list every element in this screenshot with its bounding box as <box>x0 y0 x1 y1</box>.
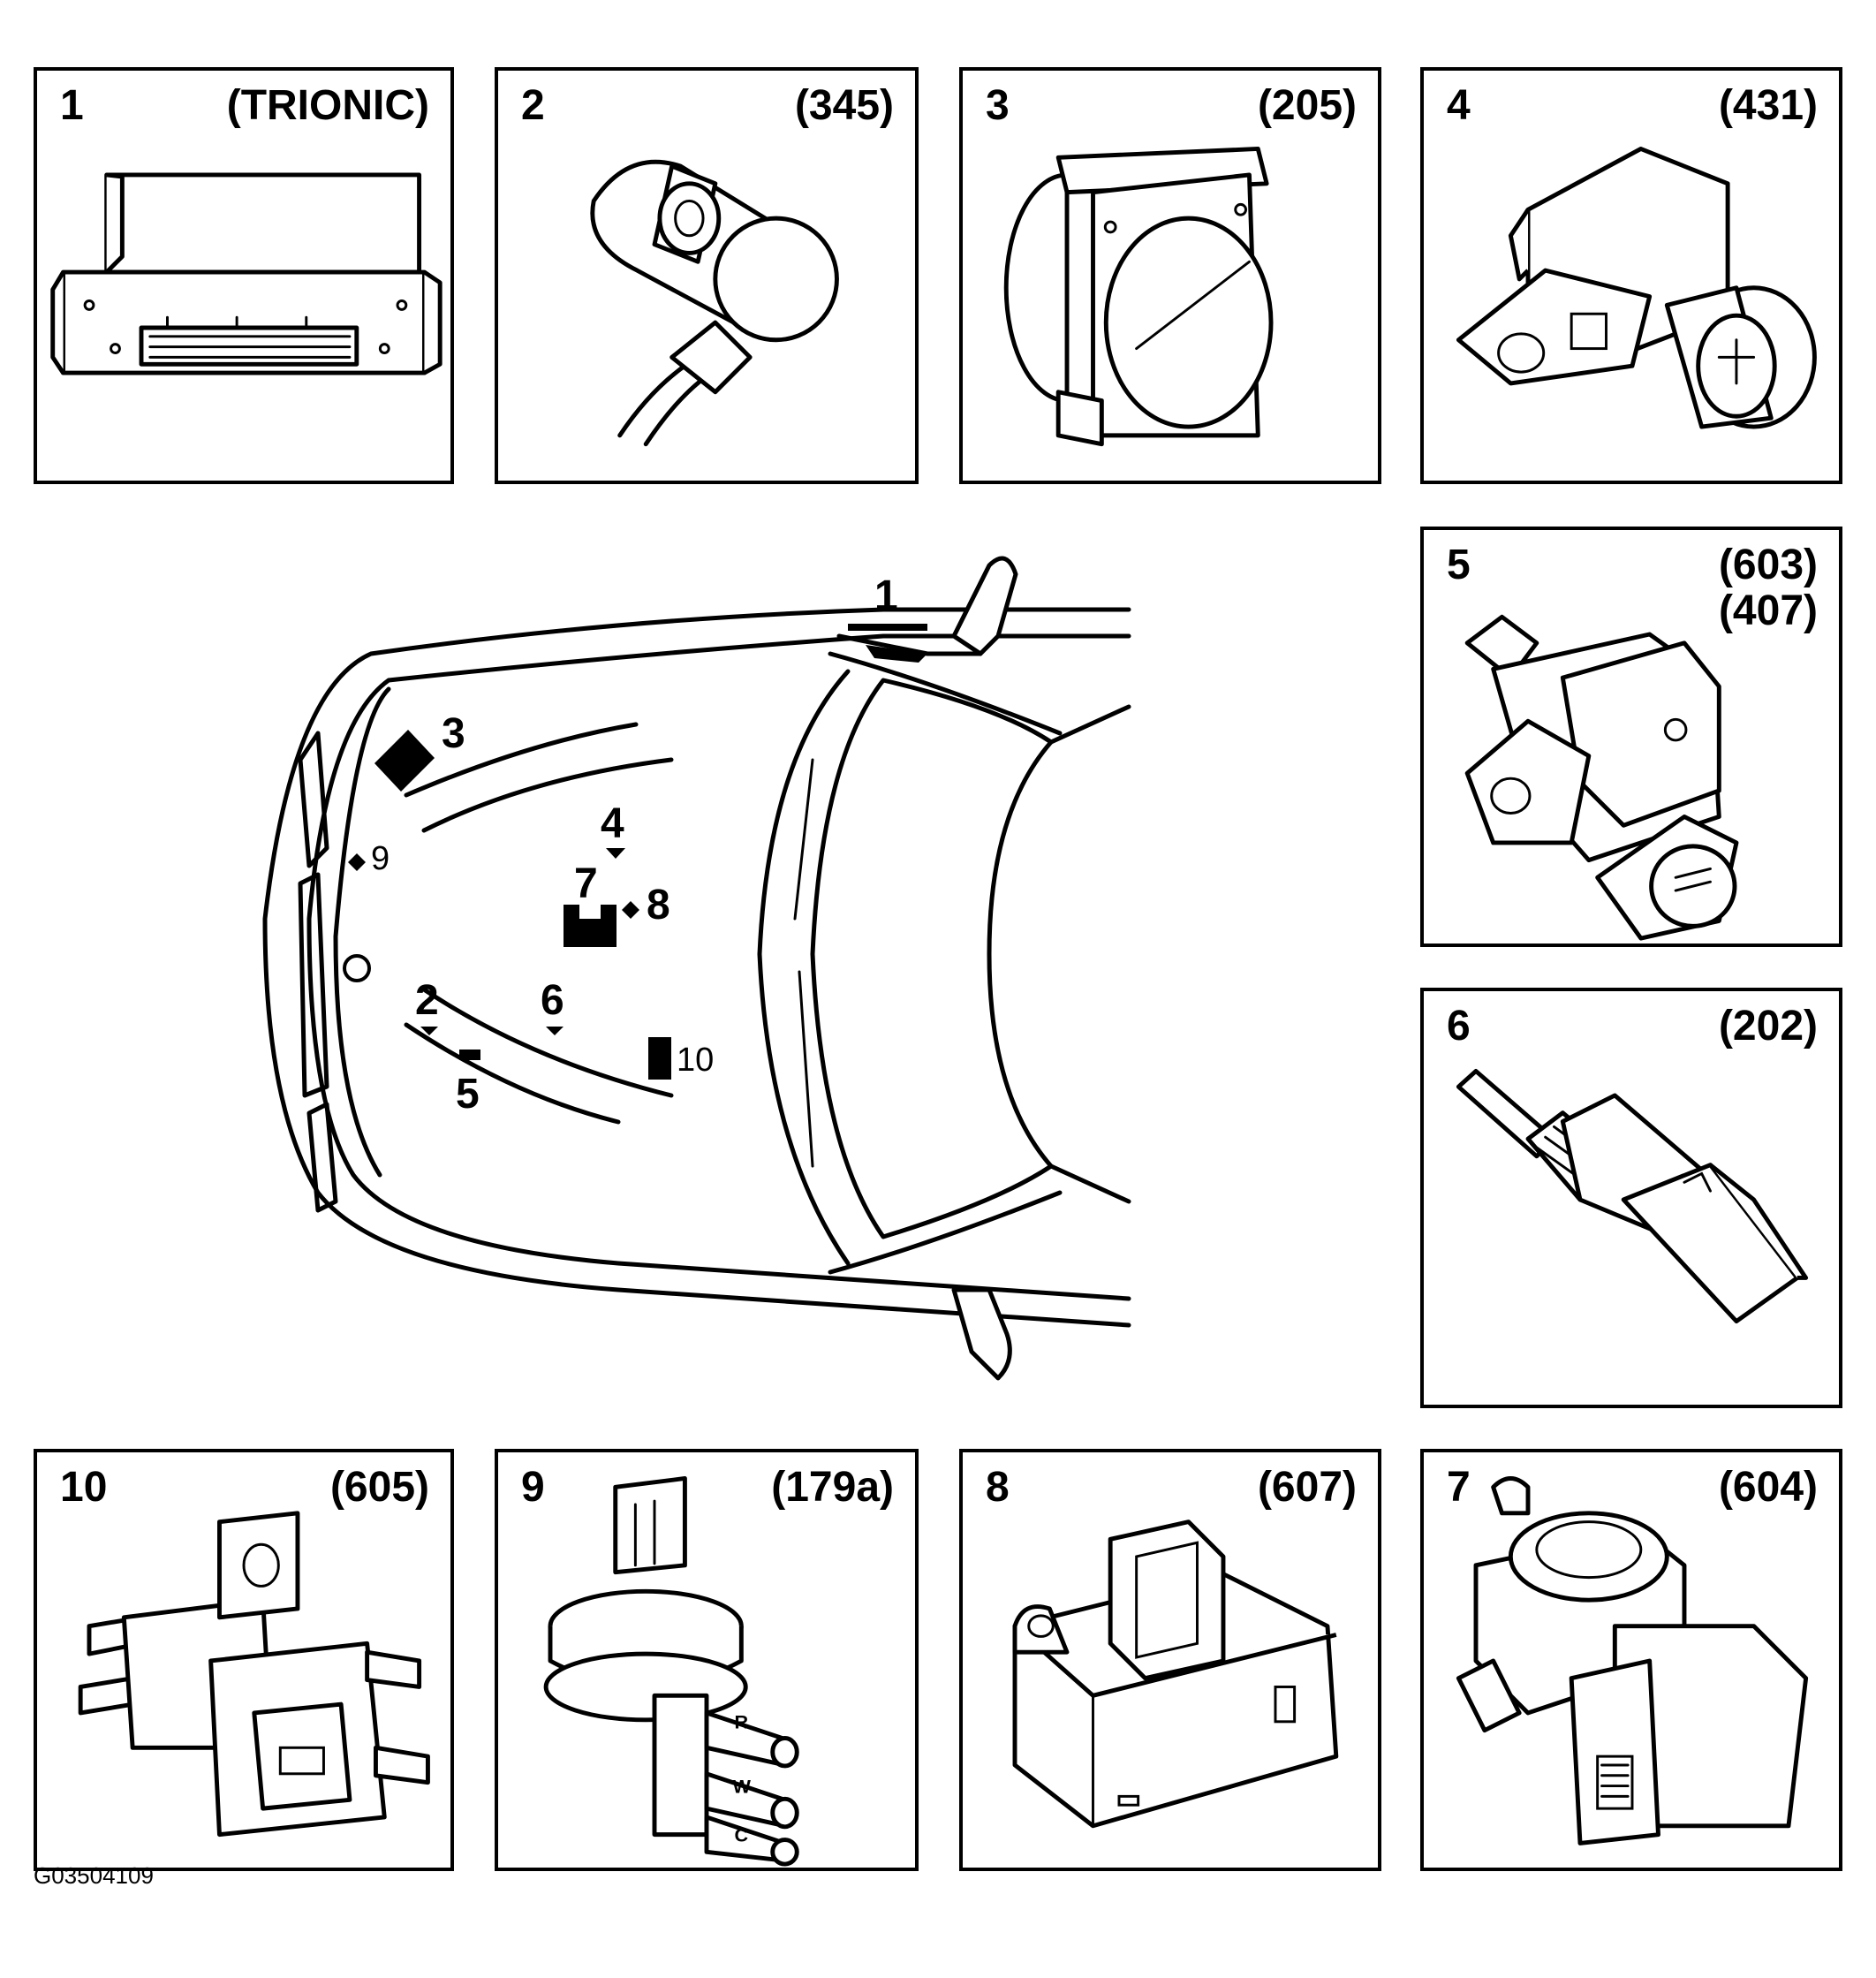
car-mirror-left <box>951 556 1018 656</box>
component-panel-6: 6 (202) <box>1420 988 1842 1408</box>
location-marker-5 <box>459 1050 480 1060</box>
panel-code: (605) <box>329 1464 429 1511</box>
figure-id: G03504109 <box>34 1862 154 1889</box>
port-label-c: C <box>734 1824 748 1846</box>
panel-code: (607) <box>1257 1464 1357 1511</box>
temperature-sensor-202-illustration <box>1456 1068 1809 1324</box>
car-callout-7: 7 <box>574 860 598 907</box>
panel-code: (205) <box>1257 82 1357 129</box>
panel-number: 3 <box>986 82 1010 129</box>
port-label-w: W <box>732 1775 751 1797</box>
panel-number: 8 <box>986 1464 1010 1511</box>
car-callout-1: 1 <box>874 572 898 619</box>
panel-number: 2 <box>521 82 545 129</box>
throttle-body-604-illustration <box>1456 1476 1809 1845</box>
sensor-603-illustration <box>1464 614 1739 941</box>
component-panel-2: 2 (345) <box>495 67 919 484</box>
component-panel-5: 5 (603) (407) <box>1420 527 1842 947</box>
location-marker-1 <box>848 624 927 631</box>
component-panel-9: 9 (179a) R W C <box>495 1449 919 1871</box>
location-marker-4 <box>606 848 625 859</box>
sensor-345-illustration <box>590 159 839 447</box>
car-callout-9: 9 <box>371 840 390 877</box>
location-marker-10 <box>648 1037 671 1080</box>
location-marker-7 <box>564 905 617 947</box>
car-callout-3: 3 <box>442 710 465 757</box>
car-mirror-right <box>951 1287 1012 1381</box>
location-marker-9 <box>348 853 366 871</box>
car-callout-6: 6 <box>541 977 564 1024</box>
panel-code-secondary: (407) <box>1718 587 1818 634</box>
location-marker-6 <box>546 1027 564 1035</box>
component-panel-8: 8 (607) <box>959 1449 1381 1871</box>
car-body-outline <box>262 607 1131 1328</box>
car-callout-2: 2 <box>415 977 439 1024</box>
pressure-sensor-431-illustration <box>1456 147 1817 429</box>
component-panel-7: 7 (604) <box>1420 1449 1842 1871</box>
panel-number: 10 <box>60 1464 108 1511</box>
car-callout-8: 8 <box>647 882 670 928</box>
panel-code: (TRIONIC) <box>226 82 429 129</box>
component-panel-3: 3 (205) <box>959 67 1381 484</box>
module-607-illustration <box>1012 1519 1339 1829</box>
panel-number: 9 <box>521 1464 545 1511</box>
component-panel-10: 10 (605) <box>34 1449 454 1871</box>
component-panel-1: 1 (TRIONIC) <box>34 67 454 484</box>
panel-code: (431) <box>1718 82 1818 129</box>
panel-number: 6 <box>1447 1003 1471 1050</box>
panel-code: (345) <box>794 82 894 129</box>
panel-number: 4 <box>1447 82 1471 129</box>
panel-number: 7 <box>1447 1464 1471 1511</box>
car-callout-10: 10 <box>677 1042 714 1079</box>
vacuum-valve-179a-illustration: R W C <box>543 1476 799 1867</box>
location-marker-2 <box>420 1027 438 1035</box>
panel-code: (603) <box>1718 542 1818 588</box>
panel-number: 1 <box>60 82 84 129</box>
car-windshield <box>757 669 851 1266</box>
control-module-illustration <box>50 172 443 375</box>
panel-code: (604) <box>1718 1464 1818 1511</box>
panel-code: (179a) <box>771 1464 894 1511</box>
panel-code: (202) <box>1718 1003 1818 1050</box>
location-marker-3 <box>374 730 435 792</box>
air-mass-meter-illustration <box>1003 147 1274 447</box>
port-label-r: R <box>734 1711 748 1733</box>
car-callout-5: 5 <box>456 1071 480 1118</box>
car-callout-4: 4 <box>601 800 624 847</box>
location-marker-8 <box>622 901 639 919</box>
panel-number: 5 <box>1447 542 1471 588</box>
solenoid-valve-605-illustration <box>78 1511 430 1838</box>
component-panel-4: 4 (431) <box>1420 67 1842 484</box>
